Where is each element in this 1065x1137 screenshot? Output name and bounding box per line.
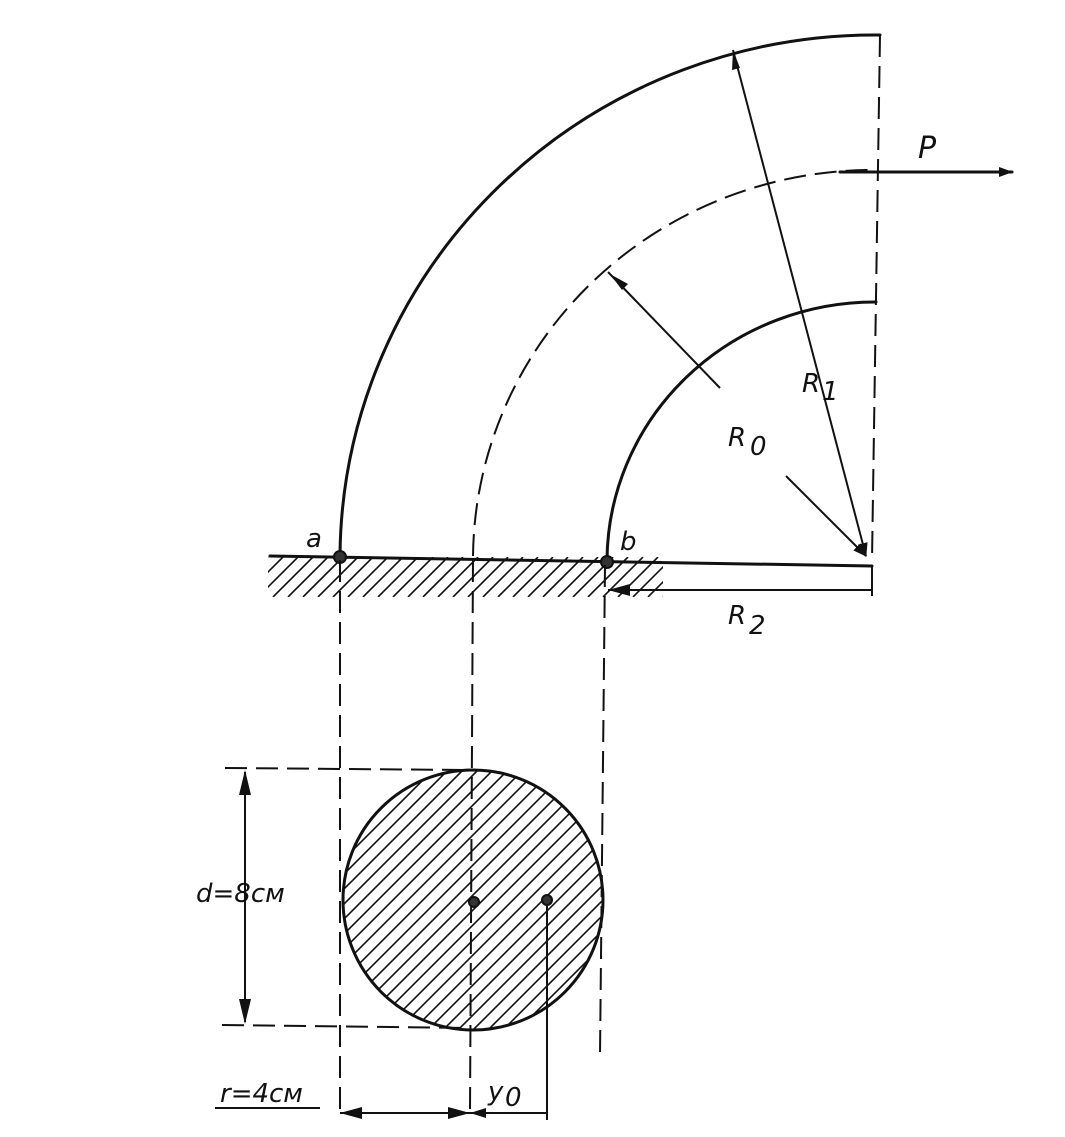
center-dashed-arc <box>472 169 873 557</box>
section-hatch-stroke <box>608 770 868 1030</box>
inner-radius-label-sub: 2 <box>749 611 766 641</box>
ground-hatch-stroke <box>287 557 329 597</box>
ground-hatch-stroke <box>497 557 539 597</box>
section-hatch-stroke <box>472 770 603 1030</box>
ground-hatch-stroke <box>268 557 284 574</box>
section-hatch-stroke <box>848 770 1065 1030</box>
section-hatch-stroke <box>343 770 524 1030</box>
ground-hatch-stroke <box>587 557 629 597</box>
mid-radius-line <box>607 271 721 389</box>
ground-hatch-stroke <box>557 557 599 597</box>
section-hatch-stroke <box>743 770 1003 1030</box>
mid-radius-arrow-start <box>610 274 628 290</box>
ground-hatch-stroke <box>392 557 434 597</box>
section-hatch-stroke <box>833 770 1065 1030</box>
cross-section-circle <box>341 768 605 1032</box>
section-hatch-stroke <box>343 770 434 1030</box>
section-hatch-stroke <box>442 770 603 1030</box>
ground-hatch-stroke <box>437 557 479 597</box>
section-hatch-stroke <box>623 770 883 1030</box>
right-dashed-edge <box>871 34 881 561</box>
diameter-arrow-top <box>239 770 251 795</box>
ground-hatch-stroke <box>512 557 554 597</box>
section-hatch-stroke <box>343 770 599 1030</box>
section-hatch-stroke <box>668 770 928 1030</box>
diameter-arrow-bottom <box>239 999 251 1024</box>
section-hatch-stroke <box>343 770 554 1030</box>
ground-hatch-stroke <box>377 557 419 597</box>
ground-hatch-stroke <box>467 557 509 597</box>
outer-arc <box>338 33 882 557</box>
ground-hatch-stroke <box>527 557 569 597</box>
section-hatch-stroke <box>713 770 973 1030</box>
point-a-label: a <box>306 524 322 554</box>
offset-label: y <box>487 1077 504 1107</box>
section-hatch-stroke <box>638 770 898 1030</box>
point-b-dot <box>600 555 614 569</box>
section-hatch-stroke <box>457 770 603 1030</box>
section-hatch-stroke <box>592 770 603 1030</box>
section-hatch-stroke <box>653 770 913 1030</box>
ground-hatch-stroke <box>542 557 584 597</box>
radius-arrow-right <box>448 1107 470 1119</box>
ground-hatch-stroke <box>268 557 269 559</box>
section-center-dot <box>468 896 480 908</box>
diameter-top-extension <box>224 767 471 771</box>
ground-hatch-stroke <box>362 557 404 597</box>
ground-hatch-stroke <box>347 557 389 597</box>
ground-hatch-stroke <box>422 557 464 597</box>
section-hatch-stroke <box>577 770 603 1030</box>
section-hatch-stroke <box>818 770 1065 1030</box>
outer-radius-label: R <box>802 369 820 399</box>
section-hatch-stroke <box>397 770 603 1030</box>
projection-line-b <box>599 564 606 1056</box>
section-hatch-stroke <box>343 770 479 1030</box>
section-hatch-stroke <box>343 770 509 1030</box>
force-label: P <box>918 131 937 166</box>
offset-arrow-left <box>470 1108 486 1118</box>
section-hatch-stroke <box>343 770 539 1030</box>
section-hatch-stroke <box>427 770 603 1030</box>
section-hatch-stroke <box>343 770 449 1030</box>
mid-radius-label: R <box>728 423 746 453</box>
section-hatch-stroke <box>343 770 464 1030</box>
section-hatch-stroke <box>773 770 1033 1030</box>
point-b-label: b <box>620 527 637 557</box>
section-hatch-stroke <box>683 770 943 1030</box>
diameter-label: d=8см <box>196 879 285 909</box>
inner-radius-label: R <box>728 601 746 631</box>
ground-hatch-stroke <box>317 557 359 597</box>
section-hatch-stroke <box>758 770 1018 1030</box>
mid-radius-label-sub: 0 <box>750 432 767 462</box>
section-hatch-stroke <box>728 770 988 1030</box>
radius-arrow-left <box>340 1107 362 1119</box>
ground-hatch-stroke <box>482 557 524 597</box>
section-hatch-stroke <box>517 770 603 1030</box>
ground-hatch-stroke <box>407 557 449 597</box>
ground-hatch-stroke <box>332 557 374 597</box>
ground-line <box>268 554 874 568</box>
section-hatch-stroke <box>343 770 494 1030</box>
radius-label: r=4см <box>220 1079 303 1109</box>
inner-arc <box>605 300 878 562</box>
section-hatch-stroke <box>698 770 958 1030</box>
section-hatch-stroke <box>803 770 1063 1030</box>
neutral-axis-dot <box>541 894 553 906</box>
offset-label-sub: 0 <box>505 1083 522 1113</box>
ground-hatch-stroke <box>302 557 344 597</box>
section-hatch-stroke <box>788 770 1048 1030</box>
diameter-bottom-extension <box>221 1024 471 1029</box>
ground-hatch-stroke <box>272 557 314 597</box>
inner-radius-arrow <box>608 584 630 596</box>
mid-radius-line-lower <box>785 475 867 557</box>
ground-hatch-stroke <box>268 557 299 589</box>
outer-radius-line <box>732 49 868 557</box>
outer-radius-arrow-start <box>732 50 740 70</box>
outer-radius-label-sub: 1 <box>822 377 839 407</box>
section-hatch-stroke <box>487 770 603 1030</box>
